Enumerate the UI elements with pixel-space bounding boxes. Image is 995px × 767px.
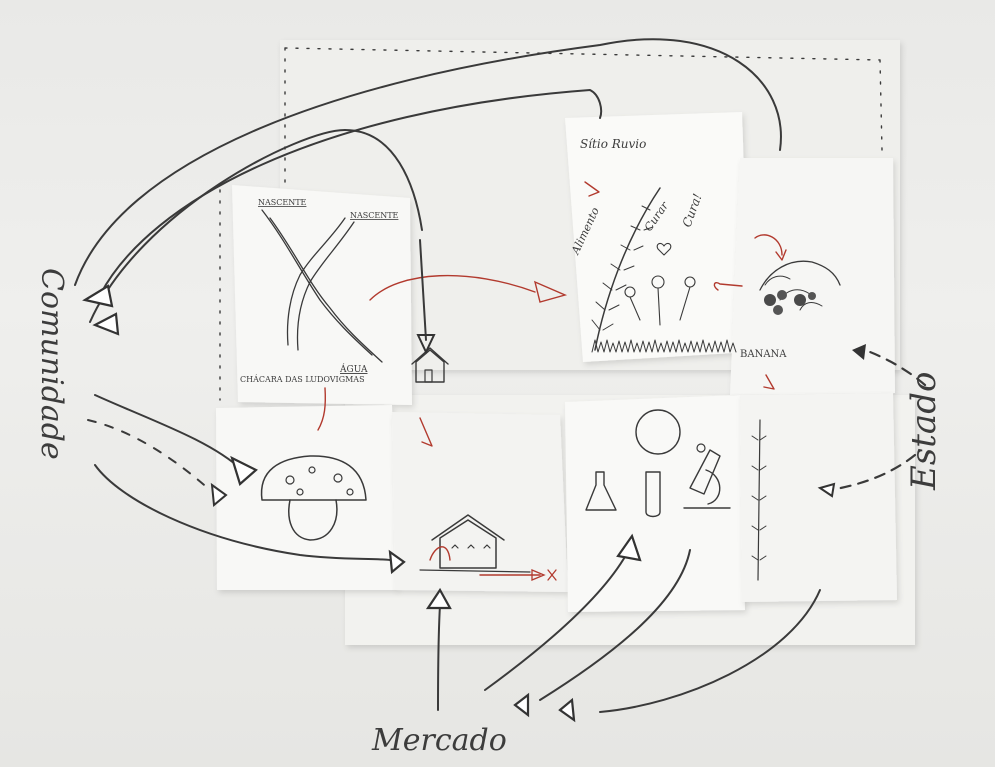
spring-left-label: NASCENTE [258, 198, 307, 207]
card-sprout-stalk [740, 393, 897, 602]
sprout-stalk-drawing [751, 419, 767, 581]
spring-right-label: NASCENTE [350, 211, 399, 220]
red-flow-arrows [317, 181, 787, 581]
grass-drawing [591, 339, 737, 353]
river-drawing [261, 209, 383, 363]
card-banana [730, 158, 895, 395]
heart-icon [656, 242, 672, 256]
banana-label: BANANA [740, 349, 787, 360]
house-drawing [419, 514, 531, 573]
pencil-connectors [74, 38, 927, 723]
mushroom-drawing [260, 455, 367, 541]
fern-drawing [591, 187, 661, 351]
card-mushroom [216, 405, 397, 590]
banana-plant-drawing [759, 260, 841, 315]
site-title: Sítio Ruvio [580, 137, 646, 151]
community-arrowheads [82, 284, 120, 336]
community-label: Comunidade [34, 268, 69, 460]
card-house [392, 412, 568, 592]
state-label: Estado [904, 372, 944, 491]
farm-name-label: CHÁCARA DAS LUDOVIGMAS [240, 375, 365, 384]
dotted-outline [219, 47, 883, 401]
market-label: Mercado [371, 723, 507, 758]
small-house-icon [411, 347, 449, 383]
laboratory-drawing [585, 409, 731, 518]
water-label: ÁGUA [339, 363, 368, 375]
card-laboratory [565, 395, 745, 612]
card-site-crops [565, 112, 750, 362]
flowers-drawing [624, 275, 696, 326]
